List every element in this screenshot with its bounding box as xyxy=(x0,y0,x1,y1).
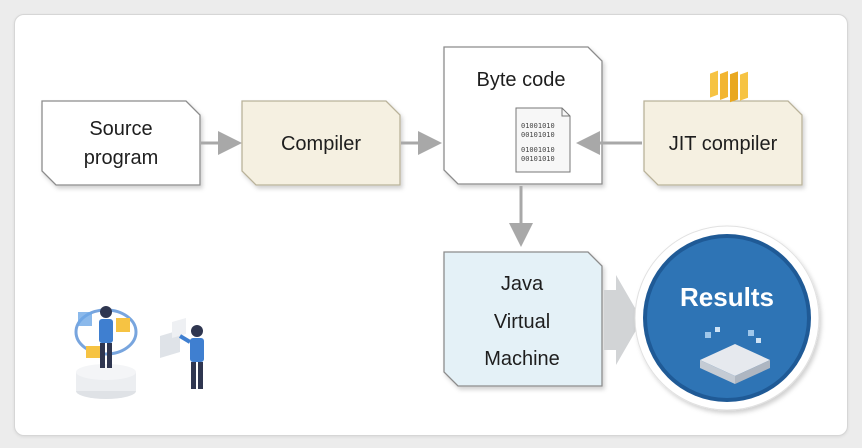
compiler-label: Compiler xyxy=(281,133,361,155)
binary-line: 01001010 xyxy=(521,122,555,130)
bytecode-label: Byte code xyxy=(477,69,566,91)
source-program-node: Source program xyxy=(41,100,201,186)
binary-file-icon: 01001010 00101010 01001010 00101010 xyxy=(515,107,571,173)
bytecode-node: Byte code 01001010 00101010 01001010 001… xyxy=(443,46,603,185)
jit-compiler-label: JIT compiler xyxy=(669,133,778,155)
jvm-node: Java Virtual Machine xyxy=(443,251,603,387)
arrow-jvm-to-results xyxy=(604,275,642,365)
jvm-label-line3: Machine xyxy=(484,348,560,370)
results-label: Results xyxy=(680,282,774,312)
binary-line: 00101010 xyxy=(521,131,555,139)
jvm-label-line2: Virtual xyxy=(494,311,550,333)
binary-line: 01001010 xyxy=(521,146,555,154)
source-label-line2: program xyxy=(84,147,158,169)
source-label-line1: Source xyxy=(89,118,152,140)
compiler-node: Compiler xyxy=(241,100,401,186)
jvm-label-line1: Java xyxy=(501,273,544,295)
jit-compiler-node: JIT compiler xyxy=(643,100,803,186)
results-box-icon xyxy=(700,70,770,384)
results-node: Results xyxy=(634,70,820,411)
people-illustration xyxy=(74,306,204,399)
binary-line: 00101010 xyxy=(521,155,555,163)
